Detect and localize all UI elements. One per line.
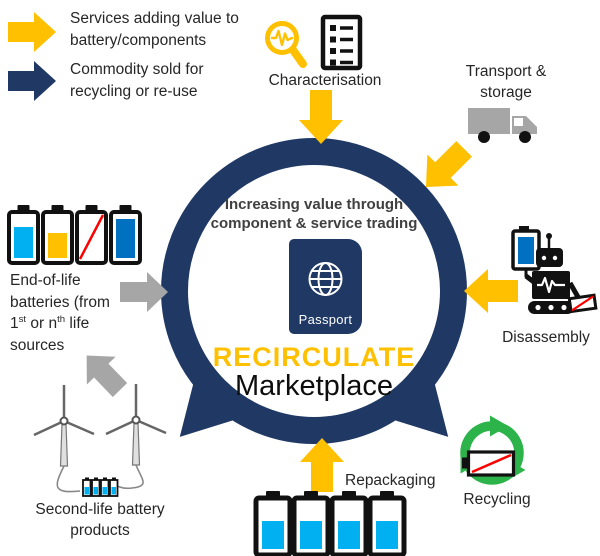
passport-label: Passport xyxy=(298,312,353,327)
marketplace-ring xyxy=(161,138,467,444)
end-of-life-arrow-icon xyxy=(120,272,168,312)
center-tagline-line1: Increasing value through xyxy=(224,196,404,213)
repackaging-batteries-icon xyxy=(253,491,407,556)
disassembly-label: Disassembly xyxy=(502,329,590,346)
repackaging-arrow-icon xyxy=(300,438,344,492)
services-arrow-icon xyxy=(8,12,56,52)
brand-title: RECIRCULATE xyxy=(212,342,416,372)
commodity-arrow-icon xyxy=(8,61,56,101)
passport-icon: Passport xyxy=(289,239,362,334)
globe-icon xyxy=(308,262,343,296)
center-tagline-line2: component & service trading xyxy=(210,215,418,232)
brand-subtitle: Marketplace xyxy=(235,370,393,402)
second-life-label: Second-life battery products xyxy=(35,501,165,539)
wind-turbines-icon xyxy=(33,384,167,493)
disassembly-arrow-icon xyxy=(464,269,518,313)
repackaging-label: Repackaging xyxy=(345,472,436,489)
characterisation-label: Characterisation xyxy=(268,72,382,89)
magnifier-waveform-icon xyxy=(265,21,307,68)
second-life-return-arrow-icon xyxy=(86,355,128,397)
discarded-battery-icon xyxy=(565,293,598,314)
end-of-life-batteries-icon xyxy=(7,205,142,265)
ring-outflow-arrow-recycling xyxy=(393,381,449,437)
end-of-life-label: End-of-life batteries (from 1st or nth l… xyxy=(10,272,110,354)
characterisation-arrow-icon xyxy=(299,90,343,144)
legend-services-label: Services adding value to battery/compone… xyxy=(70,10,239,49)
transport-label: Transport & storage xyxy=(465,63,547,101)
recycling-label: Recycling xyxy=(463,491,531,508)
recycling-symbol-icon xyxy=(460,415,526,485)
recycled-battery-icon xyxy=(462,450,516,477)
transport-arrow-icon xyxy=(425,141,472,188)
robot-icon xyxy=(511,226,598,314)
battery-pack-icon xyxy=(82,477,119,497)
legend-commodity-label: Commodity sold for recycling or re-use xyxy=(70,61,204,100)
truck-icon xyxy=(468,108,537,143)
checklist-icon xyxy=(320,14,363,71)
ring-outflow-arrow-second-life xyxy=(179,381,235,437)
